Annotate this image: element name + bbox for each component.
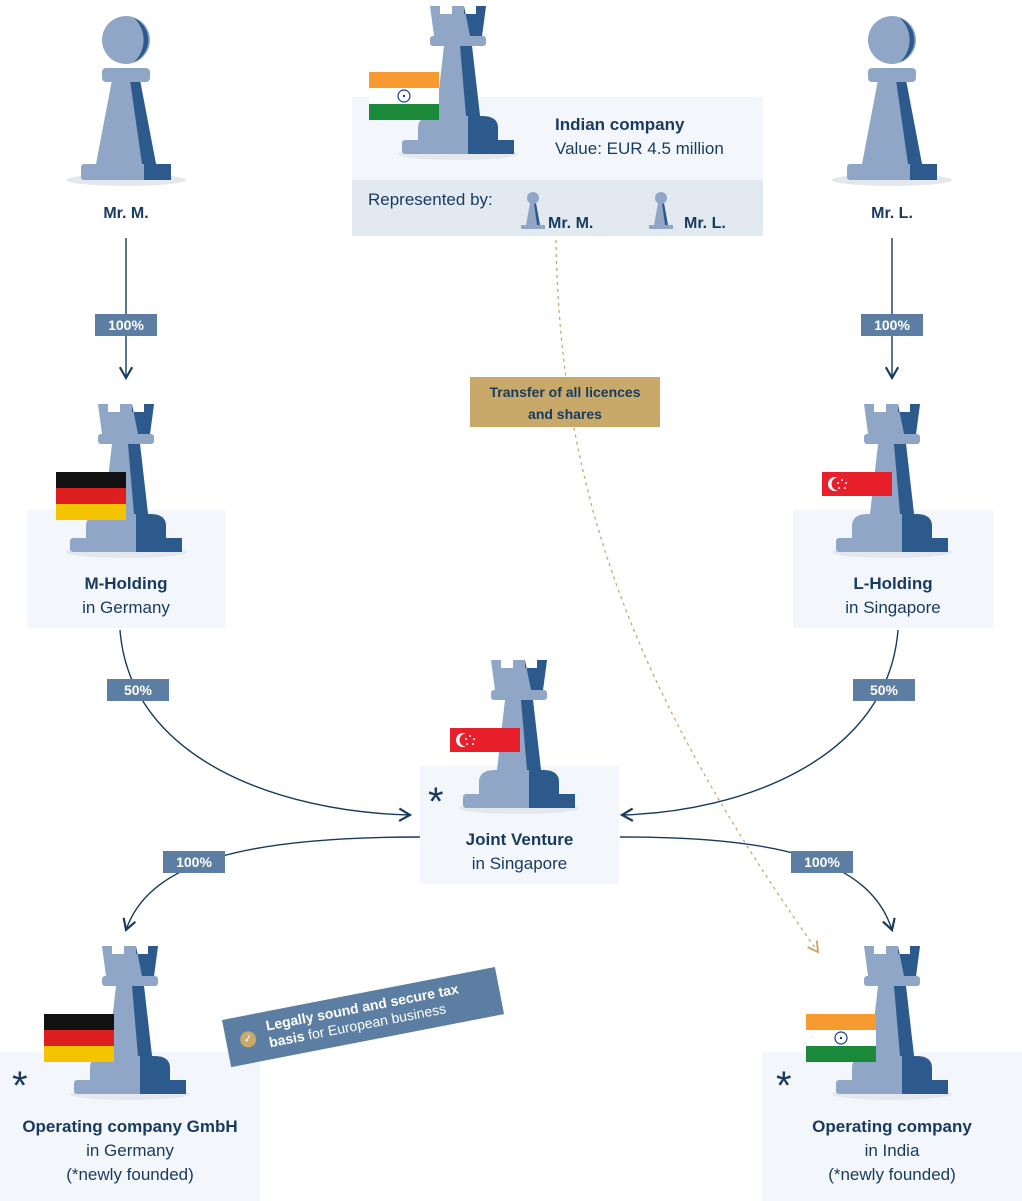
- newly-founded-asterisk: *: [428, 780, 444, 824]
- percentage-badge: 100%: [163, 851, 225, 873]
- percentage-badge: 50%: [853, 679, 915, 701]
- gmbh-name: Operating company GmbH: [22, 1117, 238, 1136]
- india-op-label: Operating company in India (*newly found…: [762, 1115, 1022, 1187]
- singapore-flag-icon: [822, 472, 892, 496]
- gmbh-label: Operating company GmbH in Germany (*newl…: [0, 1115, 260, 1187]
- represented-person-2: Mr. L.: [684, 215, 726, 232]
- represented-by-label: Represented by:: [368, 190, 493, 209]
- transfer-line-1: Transfer of all licences: [489, 384, 641, 400]
- l-holding-location: in Singapore: [845, 598, 941, 617]
- represented-by-panel: [352, 180, 763, 236]
- m-holding-location: in Germany: [82, 598, 170, 617]
- l-holding-name: L-Holding: [853, 574, 933, 593]
- mini-pawn-icon: [521, 192, 545, 229]
- india-flag-icon: [368, 71, 440, 121]
- mr-l-label: Mr. L.: [871, 205, 913, 222]
- m-holding-label: M-Holding in Germany: [27, 572, 225, 620]
- l-holding-label: L-Holding in Singapore: [793, 572, 993, 620]
- percentage-badge: 100%: [95, 314, 157, 336]
- mr-m-label: Mr. M.: [103, 205, 149, 222]
- indian-company-name: Indian company: [555, 115, 685, 134]
- connector-lines: [118, 238, 900, 933]
- transfer-arrow: [555, 239, 820, 954]
- represented-person-1: Mr. M.: [548, 215, 594, 232]
- mr-m-pawn-icon: [66, 16, 186, 186]
- gmbh-note: (*newly founded): [66, 1165, 194, 1184]
- indian-company-label: Indian company Value: EUR 4.5 million: [555, 113, 755, 161]
- joint-venture-name: Joint Venture: [465, 830, 574, 849]
- gmbh-location: in Germany: [86, 1141, 174, 1160]
- percentage-badge: 100%: [861, 314, 923, 336]
- joint-venture-label: Joint Venture in Singapore: [420, 828, 619, 876]
- india-flag-icon: [805, 1013, 877, 1063]
- mr-l-pawn-icon: [832, 16, 952, 186]
- india-op-location: in India: [864, 1141, 920, 1160]
- singapore-flag-icon: [450, 728, 520, 752]
- check-icon: ✓: [238, 1029, 258, 1049]
- india-op-name: Operating company: [812, 1117, 972, 1136]
- transfer-label: Transfer of all licences and shares: [470, 377, 660, 427]
- newly-founded-asterisk: *: [12, 1064, 28, 1108]
- germany-flag-icon: [56, 472, 126, 520]
- indian-company-value: Value: EUR 4.5 million: [555, 139, 724, 158]
- percentage-badge: 50%: [107, 679, 169, 701]
- germany-flag-icon: [44, 1014, 114, 1062]
- percentage-badge: 100%: [791, 851, 853, 873]
- newly-founded-asterisk: *: [776, 1064, 792, 1108]
- joint-venture-location: in Singapore: [471, 854, 568, 873]
- m-holding-name: M-Holding: [84, 574, 168, 593]
- india-op-note: (*newly founded): [828, 1165, 956, 1184]
- transfer-line-2: and shares: [528, 406, 602, 422]
- mini-pawn-icon: [649, 192, 673, 229]
